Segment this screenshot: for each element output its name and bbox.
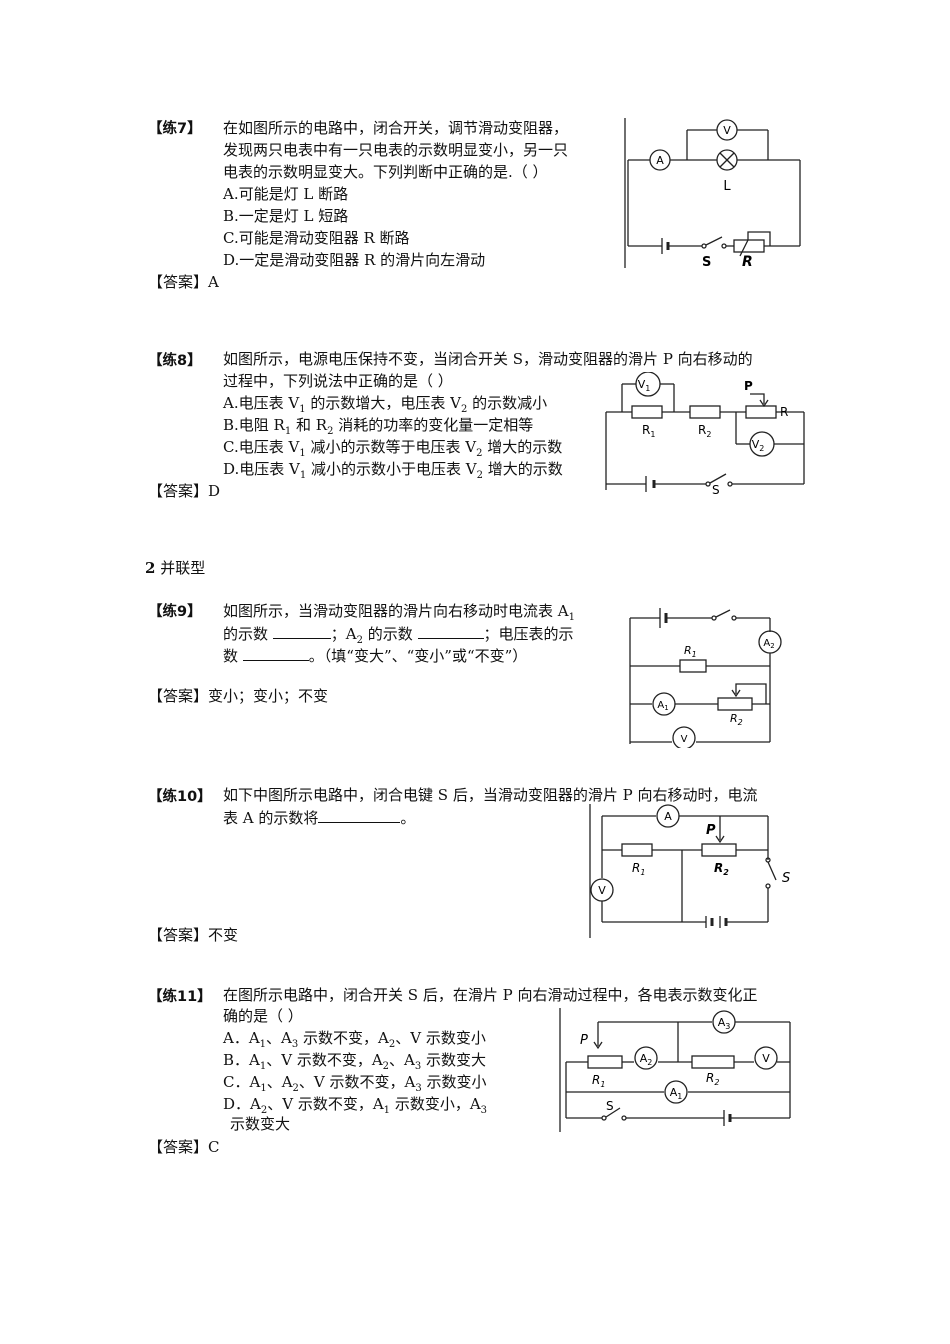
- q10-tag: 【练10】: [148, 789, 212, 805]
- q10-voltmeter-label: V: [598, 884, 606, 897]
- q9-circuit-diagram: A2 A1 V R1 R2: [626, 596, 816, 748]
- q10-answer-label: 【答案】: [148, 926, 209, 944]
- q9-blank-2[interactable]: [417, 622, 484, 639]
- q11-option-d-line-1: D．A2、V 示数不变，A1 示数变小，A3: [223, 1095, 488, 1116]
- q10-switch-label: S: [782, 871, 790, 886]
- q8-circuit-diagram: V1 V2 R1 R2 P R S: [598, 372, 808, 494]
- q8-stem-line-2: 过程中，下列说法中正确的是（ ）: [223, 372, 453, 390]
- q9-stem-line-3: 数 。（填“变大”、“变小”或“不变”）: [223, 644, 527, 667]
- q7-circuit-diagram: A V L S R: [624, 118, 806, 270]
- q9-voltmeter-label: V: [681, 734, 688, 745]
- q7-stem-line-2: 发现两只电表中有一只电表的示数明显变小，另一只: [223, 141, 569, 159]
- q10-answer: 【答案】不变: [148, 924, 238, 946]
- q11-switch-label: S: [606, 1099, 614, 1113]
- q7-lamp-label: L: [723, 179, 731, 194]
- q9-stem-line-1: 如图所示，当滑动变阻器的滑片向右移动时电流表 A1: [223, 602, 575, 623]
- q8-r2-label: R2: [698, 423, 711, 439]
- q7-voltmeter-label: V: [723, 124, 731, 137]
- q8-v2-label: V2: [752, 438, 765, 453]
- q7-option-d: D.一定是滑动变阻器 R 的滑片向左滑动: [223, 251, 486, 269]
- q10-circuit-diagram: A V P R1 R2 S: [588, 804, 800, 938]
- q8-slider-label: P: [744, 379, 753, 393]
- q8-answer-label: 【答案】: [148, 482, 209, 500]
- q11-a3-label: A3: [718, 1016, 731, 1031]
- q7-option-b: B.一定是灯 L 短路: [223, 207, 349, 225]
- q7-answer-value: A: [208, 273, 219, 291]
- q9-a1-label: A1: [657, 700, 668, 712]
- q8-stem-line-1: 如图所示，电源电压保持不变，当闭合开关 S，滑动变阻器的滑片 P 向右移动的: [223, 350, 753, 368]
- q8-option-c: C.电压表 V1 减小的示数等于电压表 V2 增大的示数: [223, 438, 563, 459]
- q11-slider-label: P: [580, 1033, 588, 1048]
- q9-answer-label: 【答案】: [148, 687, 209, 705]
- q11-r2-label: R2: [706, 1071, 719, 1087]
- q10-ammeter-label: A: [664, 810, 672, 823]
- q10-r2-label: R2: [714, 861, 729, 877]
- q11-answer-label: 【答案】: [148, 1138, 209, 1156]
- q10-answer-value: 不变: [208, 926, 239, 944]
- q7-option-a: A.可能是灯 L 断路: [223, 185, 349, 203]
- q7-switch-label: S: [702, 255, 711, 270]
- q8-switch-label: S: [712, 483, 720, 494]
- q7-answer-label: 【答案】: [148, 273, 209, 291]
- q8-option-b: B.电阻 R1 和 R2 消耗的功率的变化量一定相等: [223, 416, 534, 437]
- q8-answer-value: D: [208, 482, 221, 500]
- q11-stem-line-2: 确的是（ ）: [223, 1007, 303, 1025]
- section-number: 2: [145, 559, 156, 577]
- q8-rheostat-label: R: [780, 405, 788, 419]
- q8-v1-label: V1: [638, 378, 651, 393]
- q11-option-d-line-2: 示数变大: [230, 1115, 291, 1133]
- q9-blank-3[interactable]: [242, 644, 309, 661]
- q8-option-a: A.电压表 V1 的示数增大，电压表 V2 的示数减小: [223, 394, 548, 415]
- q7-stem-line-3: 电表的示数明显变大。下列判断中正确的是.（ ）: [223, 163, 548, 181]
- q7-rheostat-label: R: [742, 254, 753, 270]
- q10-slider-label: P: [706, 823, 716, 838]
- q9-stem-line-2: 的示数 ；A2 的示数 ；电压表的示: [223, 622, 574, 652]
- q11-answer-value: C: [208, 1138, 220, 1156]
- q9-blank-1[interactable]: [272, 622, 331, 639]
- q7-stem-line-1: 在如图所示的电路中，闭合开关，调节滑动变阻器，: [223, 119, 569, 137]
- q10-blank[interactable]: [318, 806, 401, 823]
- q7-answer: 【答案】A: [148, 271, 219, 293]
- q8-option-d: D.电压表 V1 减小的示数小于电压表 V2 增大的示数: [223, 460, 563, 481]
- q11-voltmeter-label: V: [762, 1052, 770, 1065]
- q11-tag: 【练11】: [148, 989, 212, 1005]
- q9-tag: 【练9】: [148, 604, 202, 620]
- q9-r1-label: R1: [684, 644, 697, 659]
- q11-r1-label: R1: [592, 1073, 605, 1089]
- q11-option-b: B．A1、V 示数不变，A2、A3 示数变大: [223, 1051, 487, 1072]
- q8-r1-label: R1: [642, 423, 655, 439]
- q7-ammeter-label: A: [656, 154, 664, 167]
- q8-answer: 【答案】D: [148, 480, 220, 502]
- q11-option-c: C．A1、A2、V 示数不变，A3 示数变小: [223, 1073, 487, 1094]
- q9-r2-label: R2: [730, 712, 743, 727]
- q9-answer-value: 变小；变小；不变: [208, 687, 329, 705]
- q8-tag: 【练8】: [148, 353, 202, 369]
- q9-a2-label: A2: [763, 638, 774, 650]
- q10-stem-line-2: 表 A 的示数将。: [223, 806, 415, 829]
- q11-a2-label: A2: [640, 1052, 653, 1067]
- q11-stem-line-1: 在图所示电路中，闭合开关 S 后，在滑片 P 向右滑动过程中，各电表示数变化正: [223, 986, 758, 1004]
- section-title: 并联型: [160, 559, 206, 577]
- q10-r1-label: R1: [632, 861, 645, 877]
- q7-option-c: C.可能是滑动变阻器 R 断路: [223, 229, 410, 247]
- q11-circuit-diagram: A3 A2 A1 V P R1 R2 S: [558, 1008, 800, 1132]
- q11-option-a: A．A1、A3 示数不变，A2、V 示数变小: [223, 1029, 486, 1050]
- q7-tag: 【练7】: [148, 121, 202, 137]
- q11-answer: 【答案】C: [148, 1136, 220, 1158]
- q10-stem-line-1: 如下中图所示电路中，闭合电键 S 后，当滑动变阻器的滑片 P 向右移动时，电流: [223, 786, 758, 804]
- section-heading: 2 并联型: [145, 557, 205, 579]
- q11-a1-label: A1: [670, 1086, 683, 1101]
- q9-answer: 【答案】变小；变小；不变: [148, 685, 328, 707]
